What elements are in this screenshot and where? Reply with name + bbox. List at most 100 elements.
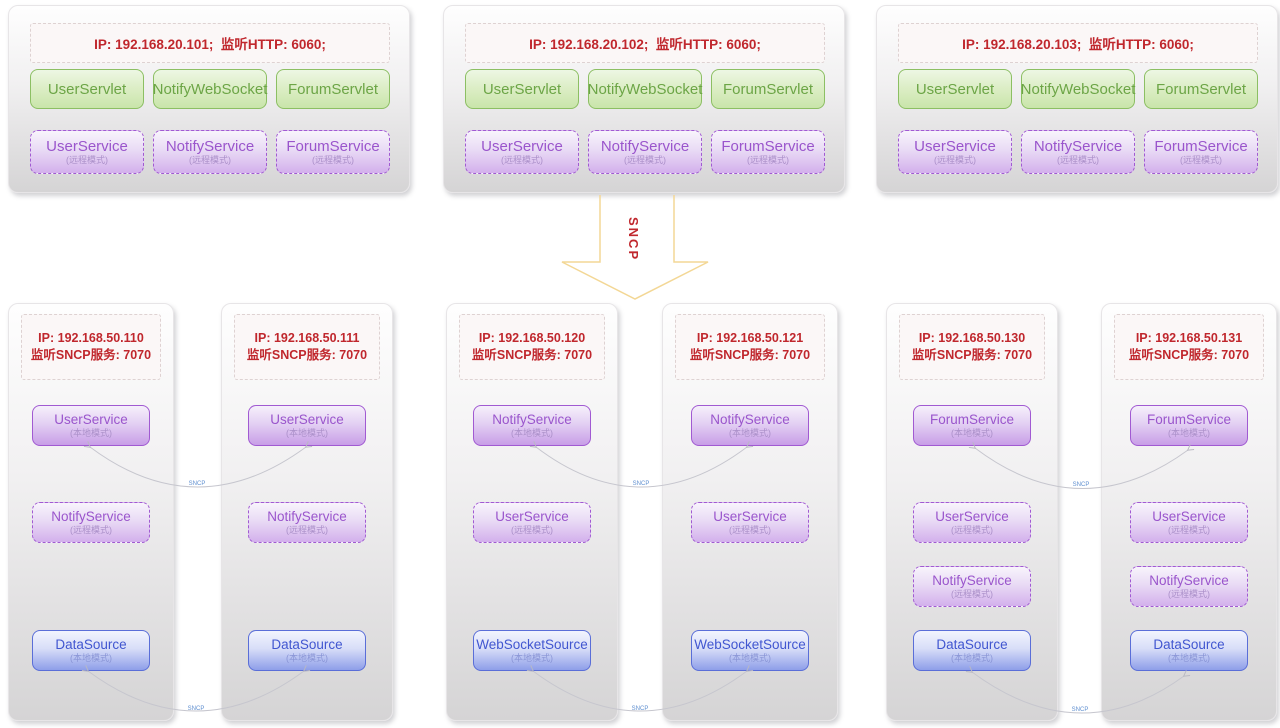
service-box: UserService (远程模式) <box>691 502 809 543</box>
service-mode: (本地模式) <box>70 428 112 438</box>
sncp-server-node-121: IP: 192.168.50.121 监听SNCP服务: 7070 Notify… <box>662 303 838 721</box>
server-port-text: 监听SNCP服务: 7070 <box>689 348 811 362</box>
service-mode: (远程模式) <box>1168 589 1210 599</box>
service-name: UserService <box>495 509 569 524</box>
service-box: ForumService (本地模式) <box>913 405 1031 446</box>
service-box: NotifyService (远程模式) <box>913 566 1031 607</box>
service-box: NotifyService (远程模式) <box>588 130 702 174</box>
service-mode: (远程模式) <box>747 155 789 165</box>
service-mode: (远程模式) <box>1057 155 1099 165</box>
service-name: UserService <box>270 412 344 427</box>
service-name: UserService <box>54 412 128 427</box>
service-box: NotifyService (远程模式) <box>1130 566 1248 607</box>
service-box: UserService (远程模式) <box>1130 502 1248 543</box>
service-mode: (远程模式) <box>312 155 354 165</box>
servlet-box: ForumServlet <box>1144 69 1258 109</box>
service-mode: (远程模式) <box>189 155 231 165</box>
service-name: UserService <box>46 138 128 155</box>
service-box: ForumService (本地模式) <box>1130 405 1248 446</box>
service-box: NotifyService (远程模式) <box>153 130 267 174</box>
service-box: ForumService (远程模式) <box>711 130 825 174</box>
servlet-box: UserServlet <box>465 69 579 109</box>
servlet-row: UserServlet NotifyWebSocket ForumServlet <box>465 69 825 109</box>
service-mode: (本地模式) <box>511 653 553 663</box>
service-mode: (本地模式) <box>729 428 771 438</box>
server-ip-header: IP: 192.168.20.103; 监听HTTP: 6060; <box>898 23 1258 63</box>
connector-protocol-label: SNCP <box>1071 707 1089 713</box>
connector-protocol-label: SNCP <box>631 706 649 712</box>
server-port-text: 监听SNCP服务: 7070 <box>911 348 1033 362</box>
service-name: NotifyService <box>267 509 347 524</box>
server-ip-header: IP: 192.168.50.111 监听SNCP服务: 7070 <box>234 314 380 380</box>
service-row: UserService (远程模式) NotifyService (远程模式) … <box>898 130 1258 174</box>
servlet-row: UserServlet NotifyWebSocket ForumServlet <box>898 69 1258 109</box>
connector-protocol-label: SNCP <box>632 481 650 487</box>
service-name: WebSocketSource <box>476 637 588 652</box>
servlet-box: UserServlet <box>30 69 144 109</box>
sncp-server-node-131: IP: 192.168.50.131 监听SNCP服务: 7070 ForumS… <box>1101 303 1277 721</box>
service-name: NotifyService <box>600 138 690 155</box>
server-ip-header: IP: 192.168.50.120 监听SNCP服务: 7070 <box>459 314 605 380</box>
datasource-box: DataSource (本地模式) <box>32 630 150 671</box>
service-row: UserService (远程模式) NotifyService (远程模式) … <box>465 130 825 174</box>
websocketsource-box: WebSocketSource (本地模式) <box>473 630 591 671</box>
service-mode: (远程模式) <box>70 525 112 535</box>
service-name: ForumService <box>1154 138 1248 155</box>
service-name: UserService <box>713 509 787 524</box>
service-mode: (远程模式) <box>286 525 328 535</box>
servlet-box: ForumServlet <box>711 69 825 109</box>
service-mode: (远程模式) <box>1168 525 1210 535</box>
service-name: NotifyService <box>165 138 255 155</box>
server-ip-text: IP: 192.168.50.111 <box>254 331 360 345</box>
server-ip-text: IP: 192.168.50.131 <box>1135 331 1243 345</box>
server-ip-header: IP: 192.168.50.121 监听SNCP服务: 7070 <box>675 314 825 380</box>
sncp-arrow-label: SNCP <box>626 217 641 262</box>
server-ip-text: IP: 192.168.20.102; 监听HTTP: 6060; <box>529 37 761 52</box>
server-ip-text: IP: 192.168.20.103; 监听HTTP: 6060; <box>962 37 1194 52</box>
service-name: ForumService <box>286 138 380 155</box>
server-port-text: 监听SNCP服务: 7070 <box>30 348 152 362</box>
service-mode: (本地模式) <box>70 653 112 663</box>
service-box: NotifyService (远程模式) <box>248 502 366 543</box>
datasource-box: DataSource (本地模式) <box>913 630 1031 671</box>
service-name: NotifyService <box>932 573 1012 588</box>
service-box: UserService (远程模式) <box>465 130 579 174</box>
datasource-box: DataSource (本地模式) <box>248 630 366 671</box>
service-box: UserService (远程模式) <box>913 502 1031 543</box>
connector-protocol-label: SNCP <box>188 481 206 487</box>
service-name: NotifyService <box>1149 573 1229 588</box>
service-name: NotifyService <box>51 509 131 524</box>
service-name: UserService <box>1152 509 1226 524</box>
servlet-box: NotifyWebSocket <box>1021 69 1135 109</box>
service-mode: (本地模式) <box>951 428 993 438</box>
connector-protocol-label: SNCP <box>187 706 205 712</box>
http-server-node-103: IP: 192.168.20.103; 监听HTTP: 6060; UserSe… <box>876 5 1278 193</box>
service-box: NotifyService (远程模式) <box>32 502 150 543</box>
service-name: UserService <box>914 138 996 155</box>
service-mode: (远程模式) <box>951 589 993 599</box>
service-box: NotifyService (本地模式) <box>691 405 809 446</box>
service-name: WebSocketSource <box>694 637 806 652</box>
datasource-box: DataSource (本地模式) <box>1130 630 1248 671</box>
service-name: DataSource <box>936 637 1008 652</box>
server-ip-header: IP: 192.168.20.101; 监听HTTP: 6060; <box>30 23 390 63</box>
service-name: UserService <box>481 138 563 155</box>
service-mode: (远程模式) <box>951 525 993 535</box>
service-name: DataSource <box>55 637 127 652</box>
service-mode: (本地模式) <box>286 428 328 438</box>
server-ip-text: IP: 192.168.50.130 <box>918 331 1026 345</box>
service-mode: (远程模式) <box>1180 155 1222 165</box>
server-port-text: 监听SNCP服务: 7070 <box>246 348 368 362</box>
service-box: NotifyService (本地模式) <box>473 405 591 446</box>
websocketsource-box: WebSocketSource (本地模式) <box>691 630 809 671</box>
service-name: DataSource <box>271 637 343 652</box>
service-name: ForumService <box>929 412 1015 427</box>
sncp-server-node-110: IP: 192.168.50.110 监听SNCP服务: 7070 UserSe… <box>8 303 174 721</box>
service-name: NotifyService <box>1033 138 1123 155</box>
service-mode: (远程模式) <box>624 155 666 165</box>
service-mode: (远程模式) <box>66 155 108 165</box>
service-mode: (远程模式) <box>934 155 976 165</box>
server-ip-header: IP: 192.168.50.131 监听SNCP服务: 7070 <box>1114 314 1264 380</box>
service-mode: (本地模式) <box>729 653 771 663</box>
service-box: UserService (本地模式) <box>32 405 150 446</box>
